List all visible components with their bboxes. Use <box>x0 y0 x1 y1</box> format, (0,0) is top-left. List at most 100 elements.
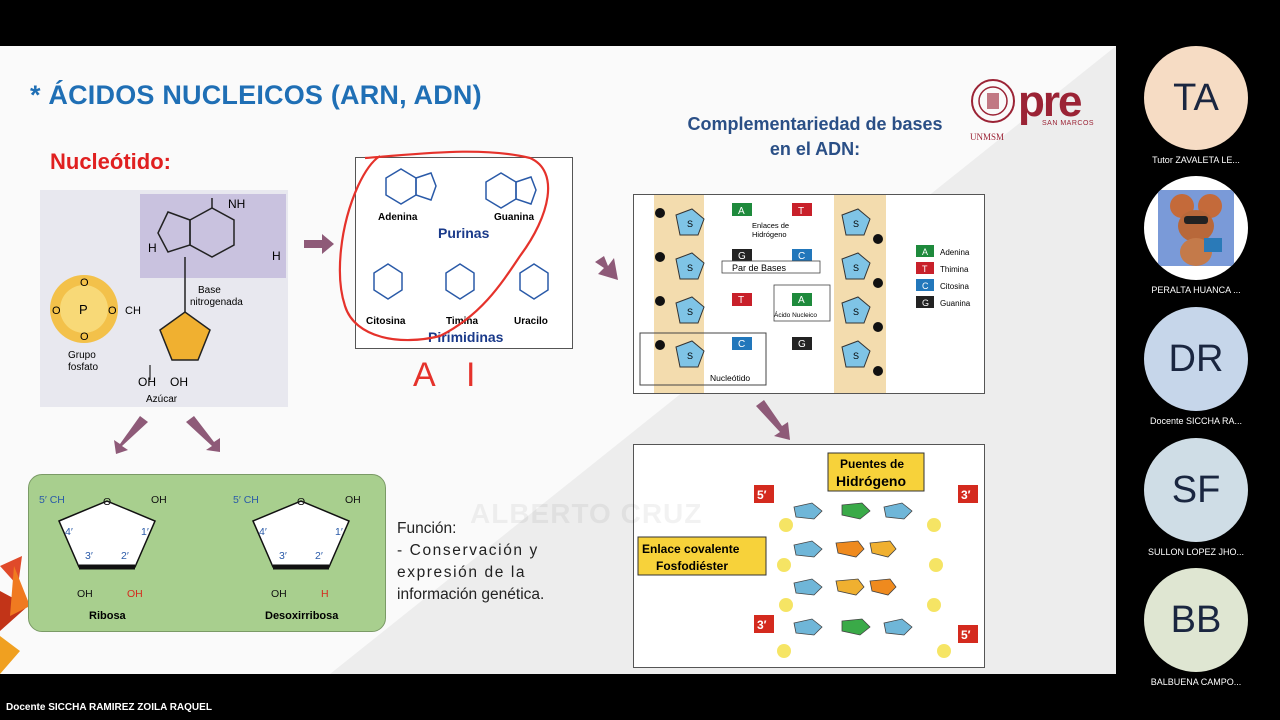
phosphate-o-top: O <box>80 277 89 289</box>
desoxi-c4: 4′ <box>259 526 267 538</box>
participant-tile-3[interactable]: DR Docente SICCHA RA... <box>1136 307 1256 426</box>
acido-label: Ácido Nucleico <box>774 310 817 319</box>
funcion-line-1: Función: <box>397 520 457 537</box>
phosphate-p-label: P <box>79 302 88 317</box>
azucar-label: Azúcar <box>146 394 178 405</box>
participant-name: SULLON LOPEZ JHO... <box>1147 547 1245 557</box>
enlace-label-2: Fosfodiéster <box>656 559 728 573</box>
sugar-s-7: S <box>853 307 859 317</box>
complementarity-line-1: Complementariedad de bases <box>687 114 943 134</box>
bases-svg: Adenina Guanina Purinas Citosina Timina … <box>366 168 549 345</box>
funcion-line-3: expresión de la <box>397 564 527 581</box>
legend-thimina: Thimina <box>940 265 969 274</box>
participant-avatar <box>1144 176 1248 280</box>
ribosa-c1: 1′ <box>141 526 149 538</box>
sugar-s-6: S <box>853 263 859 273</box>
dna-panel-svg: S S S S S S S S A T Enlaces de Hidrógeno… <box>639 195 971 393</box>
phosphate-o-left: O <box>52 305 61 317</box>
san-marcos-logo-text: SAN MARCOS <box>1042 120 1095 127</box>
pirimidinas-label: Pirimidinas <box>428 329 504 345</box>
participant-tile-5[interactable]: BB BALBUENA CAMPO... <box>1136 568 1256 687</box>
complementarity-line-2: en el ADN: <box>769 139 861 159</box>
participant-tile-4[interactable]: SF SULLON LOPEZ JHO... <box>1136 438 1256 557</box>
legend-guanina: Guanina <box>940 299 971 308</box>
participant-name: Tutor ZAVALETA LE... <box>1152 155 1240 165</box>
sugars-panel: 5′ CH 4′ 3′ 2′ 1′ 5′ CH 4′ 3′ 2′ 1′ O OH… <box>28 474 386 632</box>
nucleotide-diagram: NH H H Base nitrogenada P O O O O CH Gru… <box>40 190 288 407</box>
watermark: ALBERTO CRUZ <box>470 498 703 529</box>
slide: * ÁCIDOS NUCLEICOS (ARN, ADN) Nucleótido… <box>0 46 1116 674</box>
ch2-label: CH <box>125 305 141 317</box>
desoxi-c5: 5′ CH <box>233 494 259 506</box>
mouse-cartoon-avatar-icon <box>1158 190 1234 266</box>
ribosa-o: O <box>103 496 111 508</box>
ribosa-c3: 3′ <box>85 550 93 562</box>
three-prime-top: 3′ <box>961 488 971 502</box>
desoxi-c1: 1′ <box>335 526 343 538</box>
phosphate-o-right: O <box>108 305 117 317</box>
desoxi-oh-c3: OH <box>271 588 287 600</box>
ribosa-label: Ribosa <box>89 610 127 622</box>
base-a-1: A <box>738 206 745 217</box>
participant-avatar: TA <box>1144 46 1248 150</box>
puentes-label-2: Hidrógeno <box>836 473 906 489</box>
participant-avatar: DR <box>1144 307 1248 411</box>
sugar-s-3: S <box>687 307 693 317</box>
sugar-s-5: S <box>853 219 859 229</box>
desoxi-h-c2: H <box>321 588 329 600</box>
helix-svg: Puentes de Hidrógeno Enlace covalente Fo… <box>637 452 978 658</box>
grupo-label-1: Grupo <box>68 350 96 361</box>
legend-adenina: Adenina <box>940 248 970 257</box>
base-c-2: C <box>738 339 745 350</box>
nitrogen-bases-panel: Adenina Guanina Purinas Citosina Timina … <box>355 157 573 349</box>
participant-name: Docente SICCHA RA... <box>1149 416 1243 426</box>
five-prime-top: 5′ <box>757 488 767 502</box>
pre-logo: pre <box>1018 77 1083 126</box>
base-t-1: T <box>798 206 804 217</box>
desoxi-o: O <box>297 496 305 508</box>
phosphate-o-bottom: O <box>80 331 89 343</box>
ribosa-oh-c2: OH <box>127 588 143 600</box>
funcion-line-2: - Conservación y <box>397 542 539 559</box>
ribosa-oh-c1: OH <box>151 494 167 506</box>
sugar-s-2: S <box>687 263 693 273</box>
oh-label-2: OH <box>170 375 188 389</box>
base-g-1: G <box>738 251 746 262</box>
legend-citosina: Citosina <box>940 282 969 291</box>
guanina-label: Guanina <box>494 212 534 223</box>
par-label: Par de Bases <box>732 263 787 273</box>
enlaces-label-1: Enlaces de <box>752 221 789 230</box>
nh2-label: NH <box>228 197 245 211</box>
sugar-s-4: S <box>687 351 693 361</box>
unmsm-crest-icon <box>971 79 1015 123</box>
nucleotido-box-label: Nucleótido <box>710 373 750 383</box>
nucleotide-structure-svg: NH H H Base nitrogenada P O O O O CH Gru… <box>50 194 286 405</box>
base-c-1: C <box>798 251 805 262</box>
base-g-2: G <box>798 339 806 350</box>
participant-avatar: BB <box>1144 568 1248 672</box>
desoxi-oh-c1: OH <box>345 494 361 506</box>
legend-a-key: A <box>922 247 928 257</box>
enlace-label-1: Enlace covalente <box>642 542 740 556</box>
ribosa-c5: 5′ CH <box>39 494 65 506</box>
participant-tile-2[interactable]: PERALTA HUANCA ... <box>1136 176 1256 295</box>
participant-avatar: SF <box>1144 438 1248 542</box>
participant-tile-1[interactable]: TA Tutor ZAVALETA LE... <box>1136 46 1256 165</box>
complementarity-heading: Complementariedad de bases en el ADN: <box>650 112 980 162</box>
dna-complementarity-panel: S S S S S S S S A T Enlaces de Hidrógeno… <box>633 194 985 394</box>
sugars-svg: 5′ CH 4′ 3′ 2′ 1′ 5′ CH 4′ 3′ 2′ 1′ O OH… <box>39 494 361 622</box>
presenter-name: Docente SICCHA RAMIREZ ZOILA RAQUEL <box>6 702 212 713</box>
oh-label-1: OH <box>138 375 156 389</box>
funcion-line-4: información genética. <box>397 586 545 603</box>
participant-name: PERALTA HUANCA ... <box>1151 285 1241 295</box>
h-right-label: H <box>272 249 281 263</box>
adenina-label: Adenina <box>378 212 418 223</box>
base-a-2: A <box>798 295 805 306</box>
five-prime-bottom: 5′ <box>961 628 971 642</box>
base-t-2: T <box>738 295 744 306</box>
enlaces-label-2: Hidrógeno <box>752 230 787 239</box>
citosina-label: Citosina <box>366 316 406 327</box>
desoxi-c3: 3′ <box>279 550 287 562</box>
base-label-2: nitrogenada <box>190 297 243 308</box>
h-left-label: H <box>148 241 157 255</box>
